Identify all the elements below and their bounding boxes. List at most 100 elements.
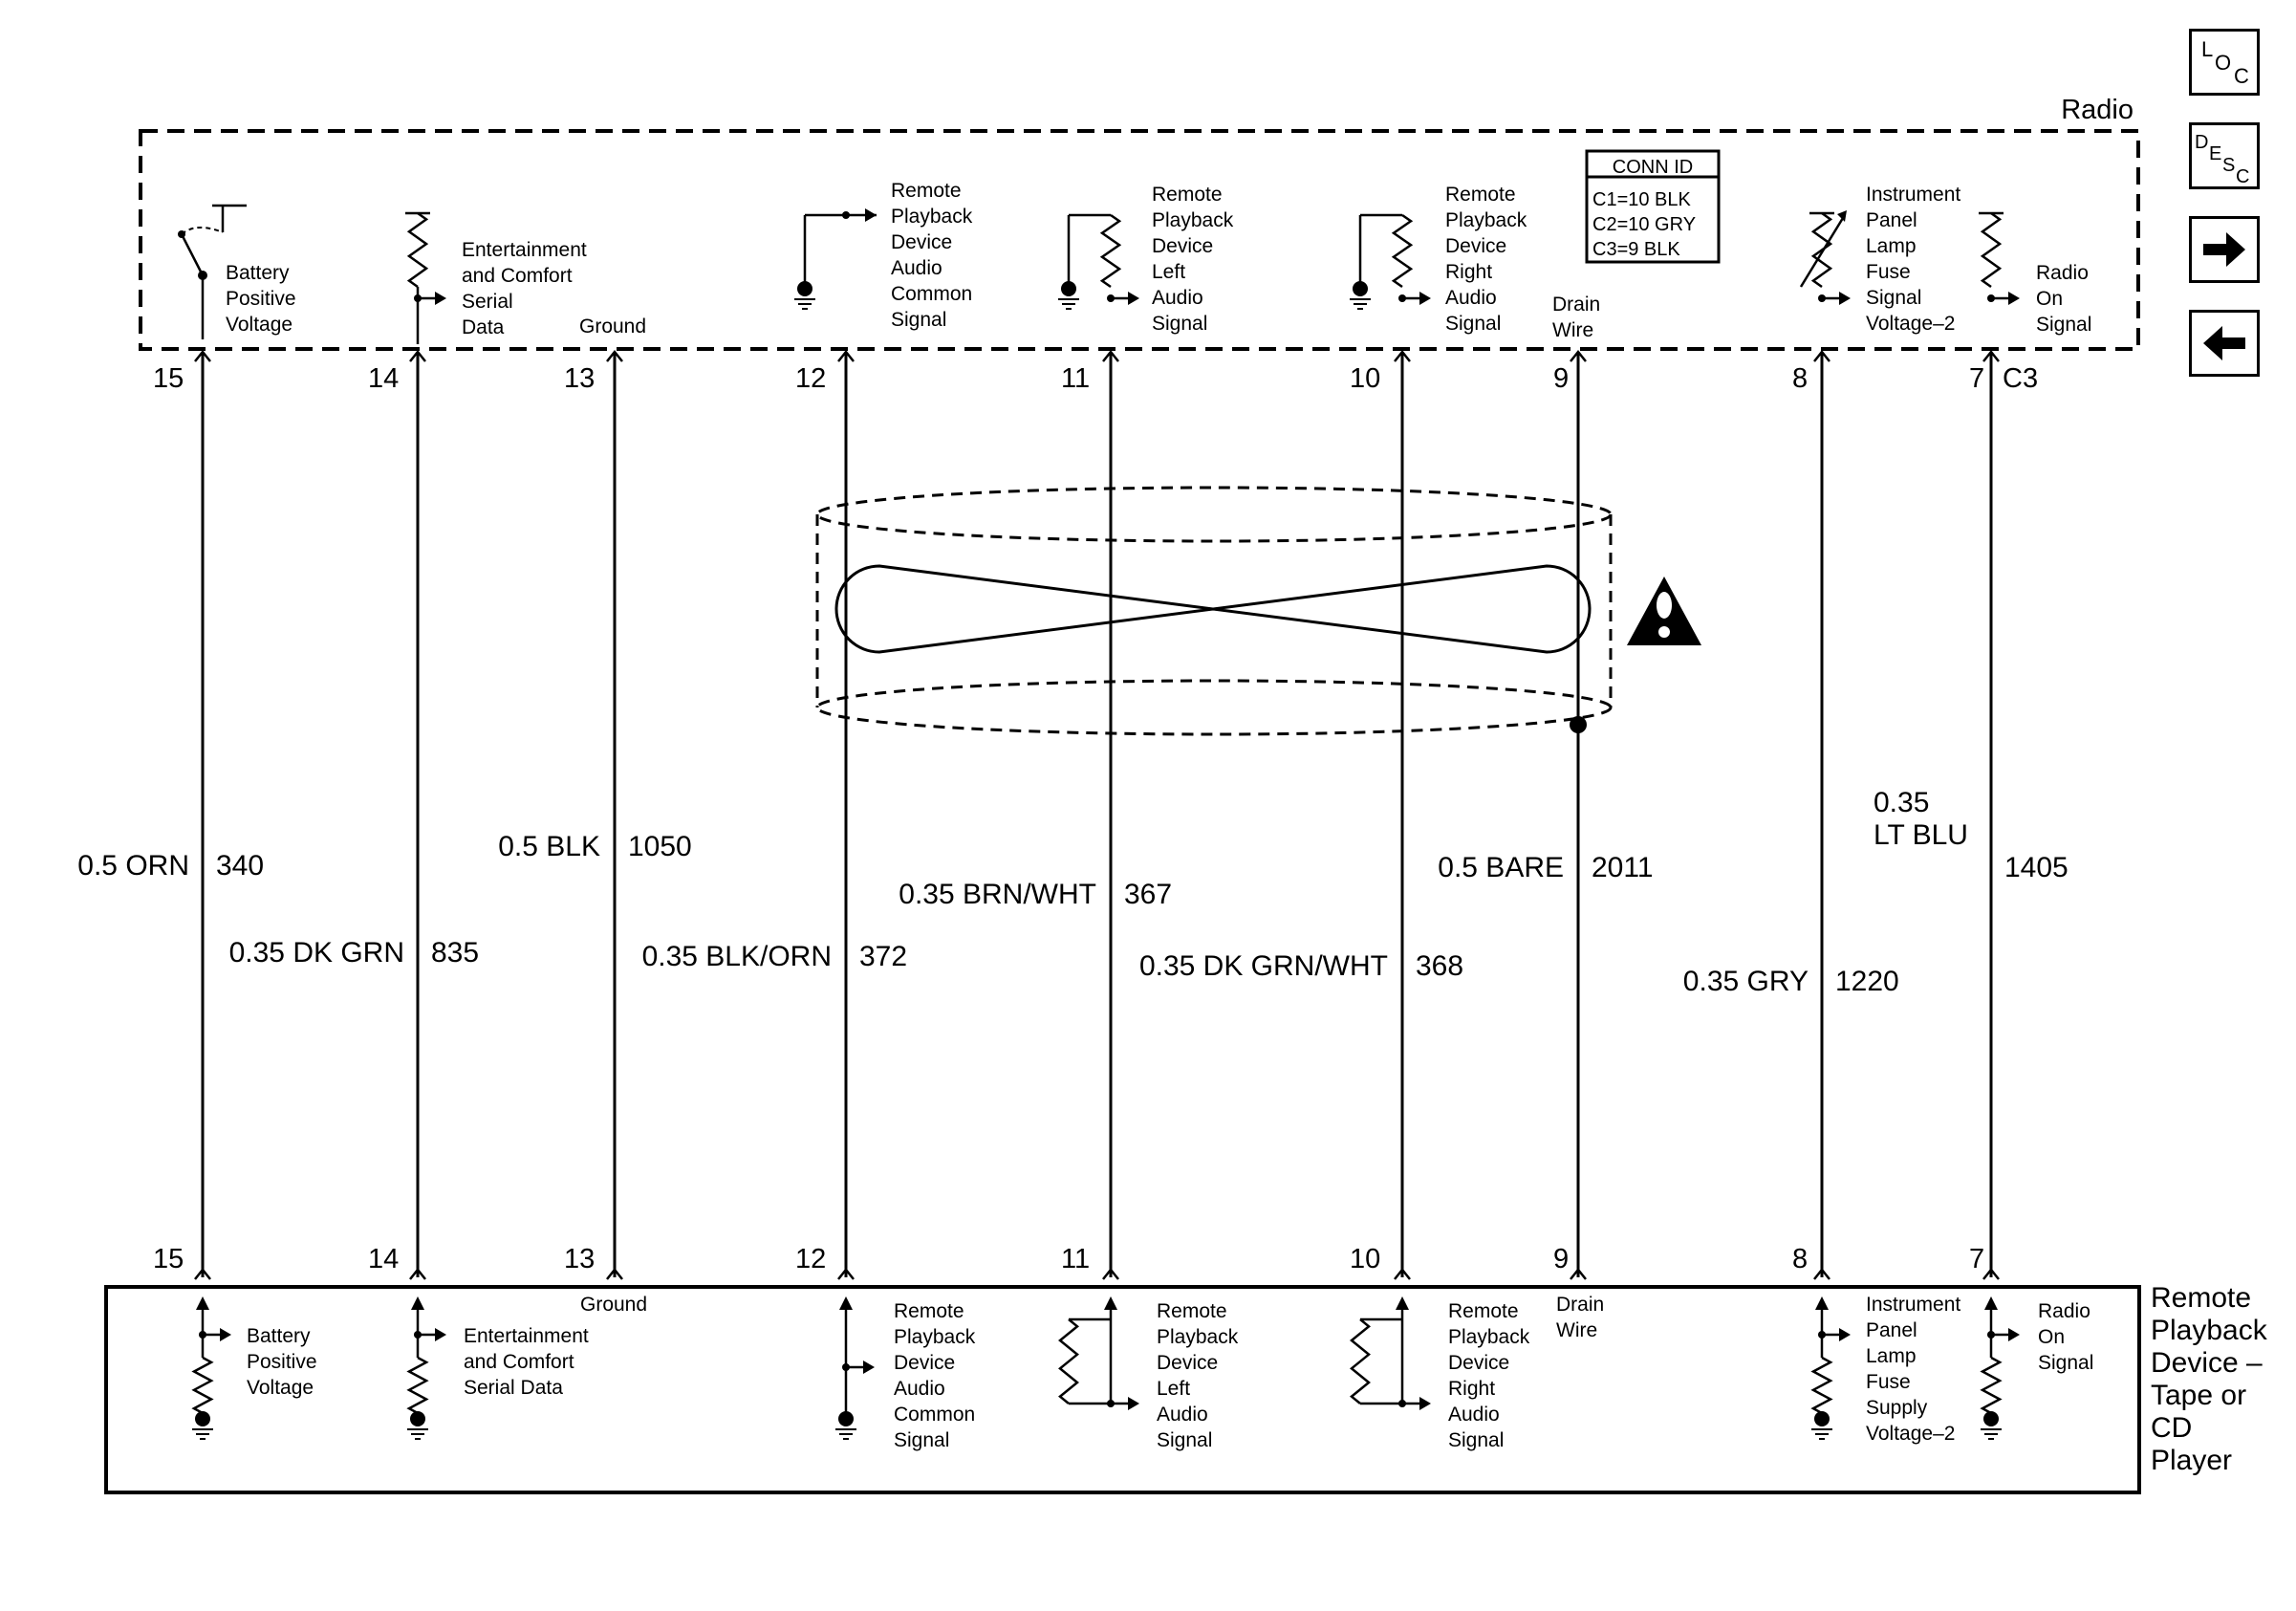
pin-top-13: 13 [564, 363, 595, 394]
svg-text:D: D [2195, 132, 2208, 153]
svg-text:S: S [2222, 155, 2235, 176]
arrow-left-icon [2203, 326, 2245, 360]
pin-top-7: 7 [1969, 363, 1984, 394]
pin-top-15: 15 [153, 363, 184, 394]
pin-top-8: 8 [1792, 363, 1808, 394]
ground-icon [192, 1411, 213, 1440]
device-label-12-line: Playback [894, 1326, 976, 1348]
next-page-button[interactable] [2189, 216, 2260, 283]
pin-bottom-15: 15 [153, 1244, 184, 1274]
wire-color-10: 0.35 DK GRN/WHT [1139, 950, 1388, 982]
radio-label-12-line: Playback [891, 206, 973, 228]
conn-id-c2: C2=10 GRY [1592, 214, 1696, 235]
shielded-twisted-pair [815, 486, 1613, 736]
device-label-12-line: Remote [894, 1300, 964, 1322]
radio-label-15-line: Voltage [226, 314, 292, 336]
radio-label-12-line: Signal [891, 309, 946, 331]
pin-bottom-13: 13 [564, 1244, 595, 1274]
svg-text:CD: CD [2151, 1412, 2192, 1444]
device-label-14-line: Entertainment [464, 1325, 589, 1347]
radio-label-10-line: Right [1445, 261, 1492, 283]
wire-color-12: 0.35 BLK/ORN [642, 941, 832, 972]
device-label-10-line: Remote [1448, 1300, 1519, 1322]
radio-label-9-line: Wire [1552, 319, 1593, 341]
device-label-7-line: On [2038, 1326, 2065, 1348]
radio-label-8-line: Lamp [1866, 235, 1917, 257]
device-label-11-line: Audio [1157, 1404, 1208, 1426]
radio-label-15-line: Battery [226, 262, 290, 284]
circuit-number-13: 1050 [628, 831, 692, 862]
radio-label-14-line: and Comfort [462, 265, 573, 287]
device-label-9-line: Wire [1556, 1319, 1597, 1341]
circuit-number-9: 2011 [1592, 852, 1654, 883]
radio-label-10-line: Remote [1445, 184, 1516, 206]
wire-color-8: 0.35 GRY [1683, 966, 1809, 997]
radio-label-7-line: On [2036, 288, 2063, 310]
svg-text:Player: Player [2151, 1445, 2232, 1476]
previous-page-button[interactable] [2189, 310, 2260, 377]
wire-color-7: 0.35 [1874, 787, 1929, 818]
circuit-number-12: 372 [859, 941, 907, 972]
device-label-9-line: Drain [1556, 1294, 1604, 1316]
svg-text:C: C [2234, 64, 2249, 88]
desc-icon: D E S C [2195, 132, 2249, 186]
device-label-10-line: Right [1448, 1378, 1495, 1400]
wire-color-9: 0.5 BARE [1438, 852, 1564, 883]
radio-label-10-line: Device [1445, 235, 1506, 257]
remote-playback-device-name: Remote Playback Device – Tape or CD Play… [2151, 1282, 2268, 1476]
ground-icon [1981, 1411, 2002, 1440]
conn-id-c3: C3=9 BLK [1592, 239, 1680, 260]
conn-id-c1: C1=10 BLK [1592, 189, 1692, 210]
radio-label-14-line: Serial [462, 291, 513, 313]
arrow-right-icon [2203, 232, 2245, 267]
device-label-14-line: Serial Data [464, 1377, 563, 1399]
radio-label-8-line: Panel [1866, 209, 1917, 231]
radio-label-8-line: Signal [1866, 287, 1921, 309]
radio-label-12-line: Device [891, 231, 952, 253]
location-button[interactable]: L O C [2189, 29, 2260, 96]
svg-text:Remote: Remote [2151, 1282, 2251, 1314]
radio-connector-label: C3 [2003, 363, 2038, 394]
svg-text:C: C [2236, 166, 2249, 186]
pin-top-11: 11 [1061, 363, 1090, 394]
circuit-number-15: 340 [216, 850, 264, 882]
device-label-10-line: Audio [1448, 1404, 1500, 1426]
pin-bottom-14: 14 [368, 1244, 399, 1274]
description-button[interactable]: D E S C [2189, 122, 2260, 189]
ground-icon [1811, 1411, 1832, 1440]
device-label-12-line: Device [894, 1352, 955, 1374]
pin-top-10: 10 [1350, 363, 1380, 394]
remote-playback-device-box [104, 1285, 2141, 1494]
conn-id-box: CONN ID C1=10 BLK C2=10 GRY C3=9 BLK [1585, 149, 1721, 264]
device-label-8-line: Voltage–2 [1866, 1423, 1955, 1445]
radio-label-11-line: Left [1152, 261, 1185, 283]
svg-text:O: O [2215, 51, 2231, 75]
wire-color-11: 0.35 BRN/WHT [899, 879, 1096, 910]
radio-label-11-line: Playback [1152, 209, 1234, 231]
device-label-7-line: Signal [2038, 1352, 2093, 1374]
svg-text:Tape or: Tape or [2151, 1380, 2246, 1411]
device-label-10-line: Playback [1448, 1326, 1530, 1348]
radio-module-box [139, 129, 2140, 351]
pin-top-14: 14 [368, 363, 399, 394]
device-label-11-line: Left [1157, 1378, 1190, 1400]
radio-label-12-line: Common [891, 283, 972, 305]
device-label-7-line: Radio [2038, 1300, 2090, 1322]
pin-bottom-11: 11 [1061, 1244, 1090, 1274]
pin-top-9: 9 [1553, 363, 1569, 394]
device-label-15-line: Battery [247, 1325, 311, 1347]
radio-label-11-line: Signal [1152, 313, 1207, 335]
circuit-number-14: 835 [431, 937, 479, 969]
device-label-11-line: Playback [1157, 1326, 1239, 1348]
svg-text:Playback: Playback [2151, 1315, 2268, 1346]
device-label-10-line: Signal [1448, 1429, 1504, 1451]
device-label-11-line: Signal [1157, 1429, 1212, 1451]
circuit-number-10: 368 [1416, 950, 1463, 982]
